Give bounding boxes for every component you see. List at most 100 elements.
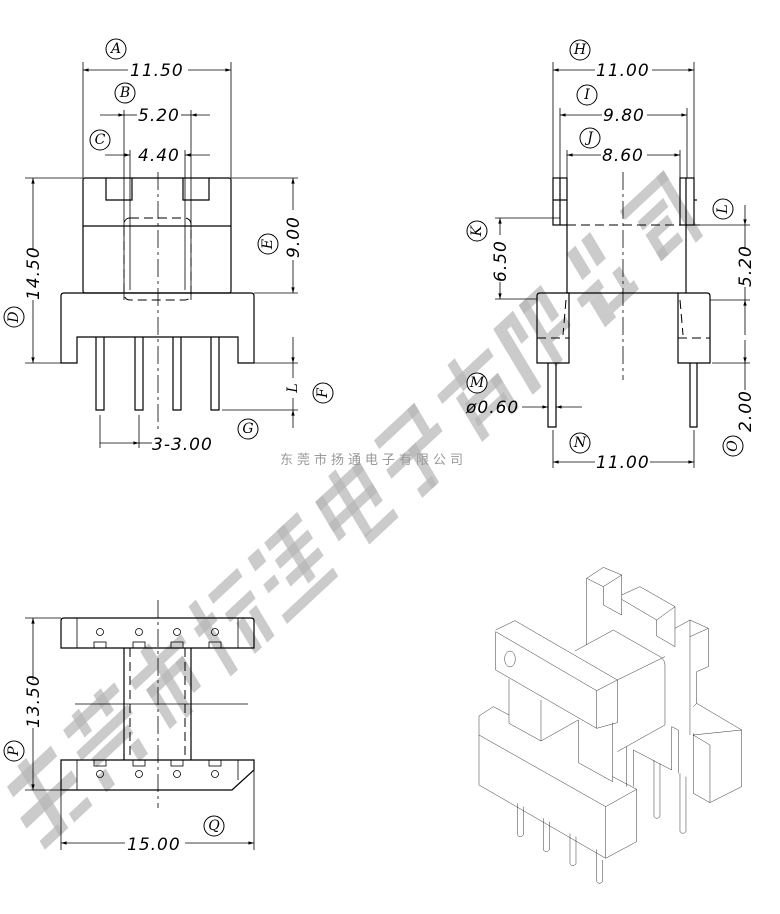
callout-d-label: D bbox=[6, 311, 22, 323]
watermark-stroke bbox=[236, 616, 263, 655]
dim-q-value: 15.00 bbox=[127, 835, 181, 855]
watermark-stroke bbox=[406, 402, 431, 436]
watermark-stroke bbox=[566, 245, 592, 281]
dim-k-value: 6.50 bbox=[491, 240, 511, 282]
watermark-stroke bbox=[538, 293, 560, 323]
callout-e-circle bbox=[257, 233, 279, 255]
dim-p-value: 13.50 bbox=[24, 674, 44, 728]
watermark-glyph bbox=[566, 232, 640, 328]
watermark-stroke bbox=[416, 475, 437, 498]
callout-a-circle bbox=[105, 38, 127, 60]
watermark-stroke bbox=[518, 298, 563, 367]
watermark-stroke bbox=[589, 290, 617, 328]
watermark-stroke bbox=[263, 574, 280, 594]
callout-l-circle bbox=[712, 198, 734, 220]
side-view: 11.00 H 9.80 I 8.60 J 6.50 K 5.20 L 2.00 bbox=[465, 39, 756, 473]
watermark-stroke bbox=[328, 469, 373, 538]
callout-m-label: M bbox=[469, 375, 485, 391]
watermark-glyph bbox=[247, 511, 339, 625]
watermark-stroke bbox=[608, 280, 640, 313]
callout-j-label: J bbox=[584, 130, 594, 146]
watermark-glyph bbox=[315, 461, 399, 545]
callout-i-circle bbox=[576, 84, 598, 106]
watermark-stroke bbox=[281, 567, 339, 625]
callout-k-circle bbox=[466, 220, 488, 242]
watermark-stroke bbox=[224, 589, 256, 623]
watermark-glyph bbox=[493, 284, 571, 395]
watermark-glyph bbox=[437, 347, 519, 442]
watermark-stroke bbox=[351, 461, 383, 508]
dim-j-value: 8.60 bbox=[602, 146, 644, 166]
watermark-stroke bbox=[248, 604, 275, 643]
callout-h-circle bbox=[569, 39, 591, 61]
callout-i-label: I bbox=[583, 87, 590, 103]
dim-l-value: 5.20 bbox=[736, 245, 756, 287]
watermark-stroke bbox=[501, 310, 519, 330]
callout-f-circle bbox=[312, 382, 334, 404]
watermark-stroke bbox=[655, 232, 684, 262]
callout-j-circle bbox=[579, 127, 601, 149]
watermark-stroke bbox=[581, 232, 606, 267]
watermark-stroke bbox=[68, 796, 93, 823]
watermark-stroke bbox=[612, 266, 631, 291]
watermark-stroke bbox=[71, 708, 92, 738]
callout-d-circle bbox=[3, 306, 25, 328]
callout-q-circle bbox=[203, 815, 225, 837]
bottom-view: 13.50 P 15.00 Q bbox=[3, 600, 255, 855]
dim-o-value: 2.00 bbox=[736, 390, 756, 432]
watermark-stroke bbox=[276, 524, 316, 584]
watermark-stroke bbox=[188, 599, 238, 677]
watermark-stroke bbox=[447, 358, 471, 392]
watermark-stroke bbox=[455, 391, 490, 442]
callout-a-label: A bbox=[109, 41, 121, 57]
watermark-stroke bbox=[619, 170, 669, 220]
watermark-glyph bbox=[373, 402, 443, 498]
callout-l-label: L bbox=[715, 204, 731, 214]
watermark-glyph bbox=[619, 170, 704, 262]
callout-g-circle bbox=[237, 418, 259, 440]
watermark-stroke bbox=[364, 508, 399, 545]
callout-p-circle bbox=[3, 740, 25, 762]
dim-b-value: 5.20 bbox=[138, 106, 180, 126]
watermark-stroke bbox=[373, 402, 420, 450]
dim-h-value: 11.00 bbox=[596, 61, 650, 81]
dim-a-value: 11.50 bbox=[130, 61, 184, 81]
watermark-stroke bbox=[76, 704, 133, 761]
callout-q-label: Q bbox=[208, 818, 220, 834]
watermark-glyph bbox=[129, 633, 202, 730]
watermark-stroke bbox=[39, 823, 64, 850]
watermark-stroke bbox=[175, 655, 202, 694]
dim-c-value: 4.40 bbox=[138, 146, 180, 166]
watermark-stroke bbox=[547, 316, 571, 343]
watermark-glyph bbox=[63, 682, 148, 793]
watermark-stroke bbox=[129, 737, 148, 762]
watermark-stroke bbox=[140, 643, 157, 665]
watermark-stroke bbox=[91, 724, 134, 768]
dim-e-value: 9.00 bbox=[284, 216, 304, 258]
watermark-stroke bbox=[493, 320, 542, 395]
watermark-stroke bbox=[20, 770, 78, 829]
callout-o-circle bbox=[722, 435, 744, 457]
watermark-stroke bbox=[17, 757, 69, 837]
dim-i-value: 9.80 bbox=[603, 106, 645, 126]
dim-d-value: 14.50 bbox=[24, 246, 44, 300]
watermark-glyph bbox=[188, 567, 275, 677]
callout-b-circle bbox=[114, 82, 136, 104]
watermark-stroke bbox=[93, 688, 114, 718]
watermark-stroke bbox=[96, 768, 116, 793]
callout-o-label: O bbox=[725, 440, 741, 452]
watermark-graphic bbox=[6, 170, 704, 850]
isometric-view bbox=[478, 567, 742, 884]
callout-e-label: E bbox=[260, 239, 276, 250]
dim-m-value: ø0.60 bbox=[465, 398, 519, 418]
callout-g-label: G bbox=[242, 421, 253, 437]
callout-f-label: F bbox=[315, 387, 331, 399]
company-caption: 东莞市扬通电子有限公司 bbox=[280, 452, 467, 468]
watermark-stroke bbox=[315, 495, 347, 542]
callout-n-circle bbox=[569, 432, 591, 454]
watermark-stroke bbox=[247, 548, 267, 572]
watermark-stroke bbox=[207, 567, 243, 604]
callout-c-label: C bbox=[95, 132, 106, 148]
dim-g-value: 3-3.00 bbox=[152, 435, 213, 455]
